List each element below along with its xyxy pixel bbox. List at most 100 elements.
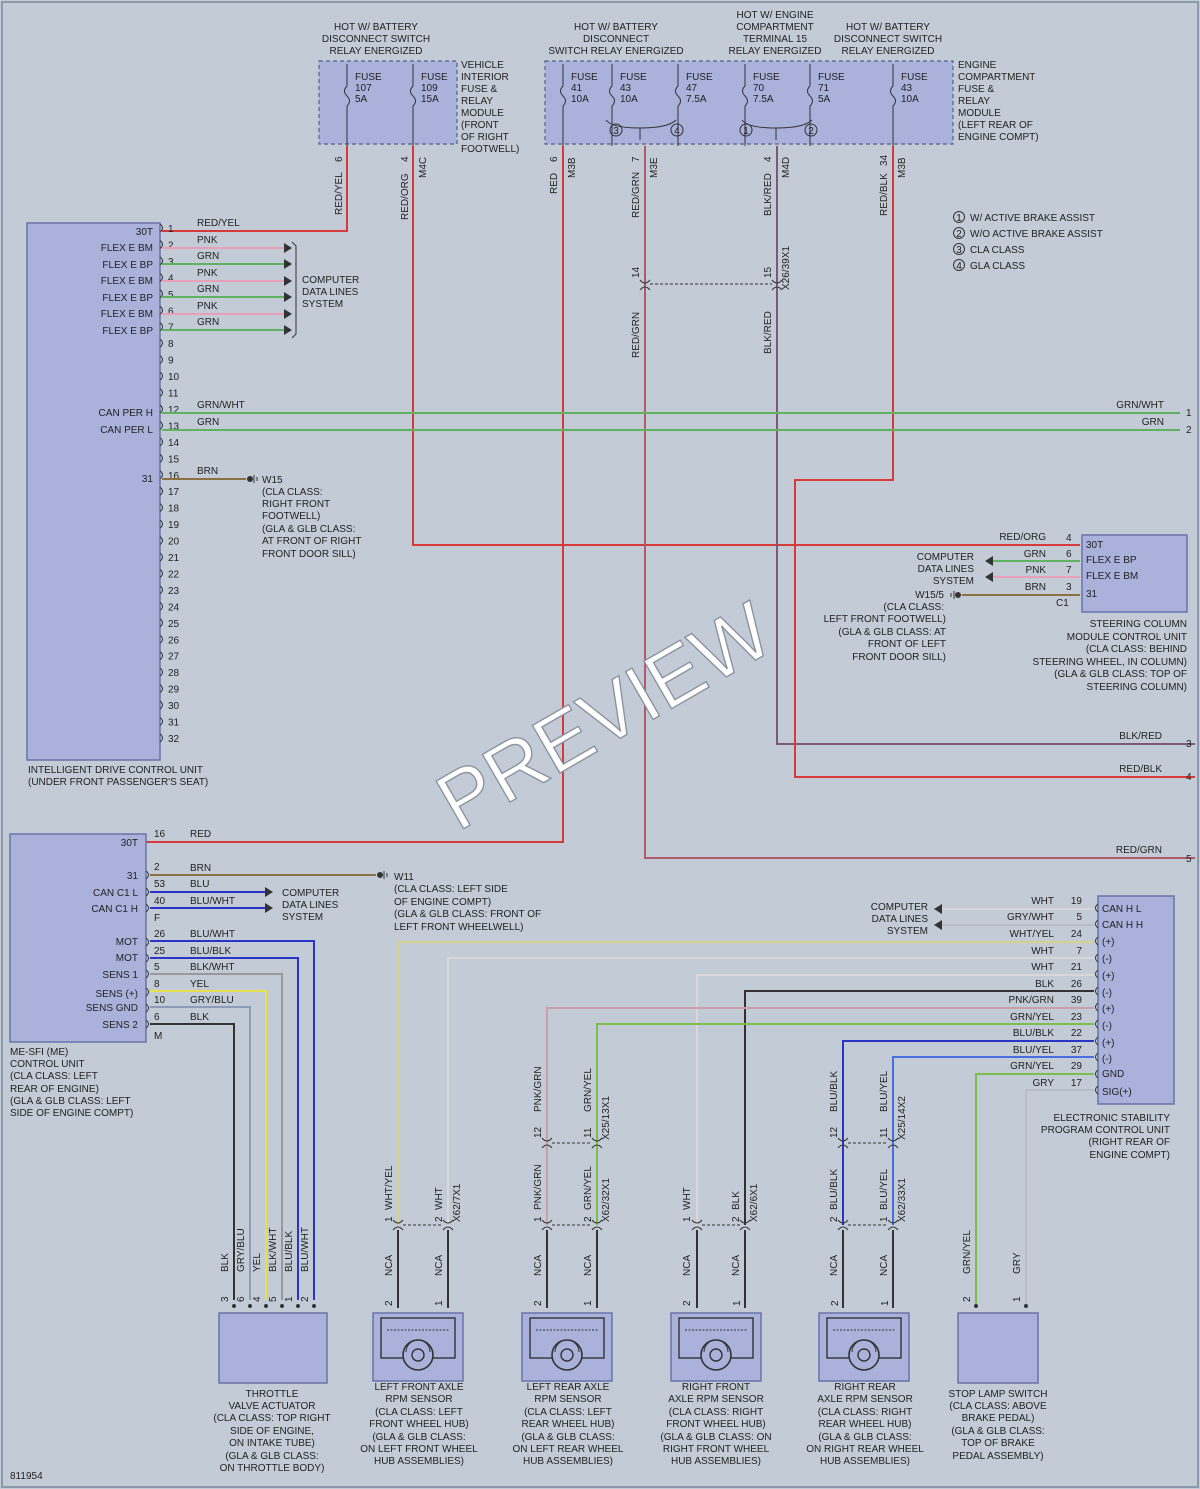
svg-text:RED: RED	[549, 173, 560, 194]
svg-text:3: 3	[956, 245, 962, 256]
svg-text:24: 24	[1071, 929, 1083, 940]
svg-text:GRN/WHT: GRN/WHT	[197, 400, 245, 411]
idcu-pin-number: 18	[168, 504, 180, 515]
idcu-pin-number: 1	[168, 224, 174, 235]
svg-text:GRN: GRN	[197, 417, 219, 428]
svg-text:PNK: PNK	[197, 301, 218, 312]
svg-text:CONTROL UNIT: CONTROL UNIT	[10, 1059, 85, 1070]
svg-text:BRN: BRN	[197, 466, 218, 477]
svg-text:REAR WHEEL HUB): REAR WHEEL HUB)	[819, 1419, 912, 1430]
svg-text:LEFT FRONT AXLE: LEFT FRONT AXLE	[374, 1382, 463, 1393]
svg-text:RED/GRN: RED/GRN	[631, 312, 642, 358]
svg-text:GRN: GRN	[1024, 549, 1046, 560]
svg-text:ON THROTTLE BODY): ON THROTTLE BODY)	[220, 1463, 325, 1474]
svg-text:NCA: NCA	[583, 1255, 594, 1276]
svg-text:(CLA CLASS:: (CLA CLASS:	[262, 487, 323, 498]
svg-text:1: 1	[732, 1300, 743, 1306]
svg-text:6: 6	[1066, 549, 1072, 560]
svg-text:4: 4	[252, 1296, 263, 1302]
svg-text:ME-SFI (ME): ME-SFI (ME)	[10, 1047, 68, 1058]
svg-text:31: 31	[1086, 589, 1098, 600]
svg-text:53: 53	[154, 879, 166, 890]
svg-text:1: 1	[583, 1300, 594, 1306]
svg-text:41: 41	[571, 83, 583, 94]
svg-text:NCA: NCA	[731, 1255, 742, 1276]
svg-text:(GLA & GLB CLASS:: (GLA & GLB CLASS:	[951, 1426, 1044, 1437]
svg-text:2: 2	[962, 1296, 973, 1302]
idcu-pin-number: 17	[168, 487, 180, 498]
svg-text:COMPUTER: COMPUTER	[302, 275, 359, 286]
svg-text:1: 1	[879, 1216, 890, 1222]
svg-text:34: 34	[879, 154, 890, 166]
svg-text:COMPUTER: COMPUTER	[282, 888, 339, 899]
svg-text:PEDAL ASSEMBLY): PEDAL ASSEMBLY)	[952, 1451, 1043, 1462]
svg-text:GRN: GRN	[197, 284, 219, 295]
svg-text:(CLA CLASS: LEFT: (CLA CLASS: LEFT	[375, 1407, 463, 1418]
svg-text:WHT: WHT	[1031, 962, 1054, 973]
svg-text:SIDE OF ENGINE COMPT): SIDE OF ENGINE COMPT)	[10, 1108, 133, 1119]
esp-control-unit: CAN H L CAN H H (+) (-) (+) (-) (+) (-) …	[1041, 895, 1175, 1161]
idcu-pin-number: 25	[168, 619, 180, 630]
svg-text:1: 1	[682, 1216, 693, 1222]
svg-text:STEERING COLUMN: STEERING COLUMN	[1090, 619, 1187, 630]
svg-text:BLU/BLK: BLU/BLK	[829, 1169, 840, 1210]
svg-text:1: 1	[434, 1300, 445, 1306]
svg-text:RED/BLK: RED/BLK	[879, 173, 890, 216]
svg-text:FRONT DOOR SILL): FRONT DOOR SILL)	[852, 652, 946, 663]
svg-text:5: 5	[1186, 854, 1192, 865]
svg-text:STEERING COLUMN): STEERING COLUMN)	[1086, 682, 1187, 693]
svg-text:2: 2	[682, 1300, 693, 1306]
svg-text:RIGHT FRONT: RIGHT FRONT	[262, 499, 330, 510]
svg-text:ENGINE COMPT): ENGINE COMPT)	[1089, 1150, 1170, 1161]
svg-text:M: M	[154, 1031, 162, 1042]
svg-text:NCA: NCA	[879, 1255, 890, 1276]
idcu-pin-number: 10	[168, 372, 180, 383]
svg-text:GRN/YEL: GRN/YEL	[962, 1230, 973, 1274]
svg-text:(CLA CLASS: BEHIND: (CLA CLASS: BEHIND	[1086, 644, 1187, 655]
svg-text:23: 23	[1071, 1012, 1083, 1023]
svg-text:37: 37	[1071, 1045, 1083, 1056]
svg-text:BLU/WHT: BLU/WHT	[300, 1227, 311, 1272]
sensor-nca-wires: NCA NCA NCA NCA NCA NCA NCA NCA	[384, 1230, 894, 1308]
svg-text:ON LEFT REAR WHEEL: ON LEFT REAR WHEEL	[513, 1444, 624, 1455]
idcu-pin-number: 20	[168, 537, 180, 548]
svg-text:FUSE: FUSE	[421, 72, 448, 83]
svg-text:ON LEFT FRONT WHEEL: ON LEFT FRONT WHEEL	[360, 1444, 478, 1455]
svg-text:YEL: YEL	[252, 1253, 263, 1272]
svg-text:2: 2	[830, 1300, 841, 1306]
svg-text:(GLA & GLB CLASS:: (GLA & GLB CLASS:	[225, 1451, 318, 1462]
idcu-pin-number: 5	[168, 290, 174, 301]
svg-text:(CLA CLASS: TOP RIGHT: (CLA CLASS: TOP RIGHT	[213, 1413, 330, 1424]
svg-text:(GLA & GLB CLASS: FRONT OF: (GLA & GLB CLASS: FRONT OF	[394, 909, 541, 920]
svg-text:(UNDER FRONT PASSENGER'S SEAT): (UNDER FRONT PASSENGER'S SEAT)	[28, 777, 208, 788]
svg-text:C1: C1	[1056, 598, 1069, 609]
svg-text:SENS 2: SENS 2	[102, 1020, 138, 1031]
svg-text:GRY/BLU: GRY/BLU	[190, 995, 234, 1006]
svg-text:(CLA CLASS: RIGHT: (CLA CLASS: RIGHT	[818, 1407, 912, 1418]
svg-text:7: 7	[631, 156, 642, 162]
svg-text:GRN: GRN	[197, 317, 219, 328]
svg-text:14: 14	[631, 266, 642, 278]
svg-text:RED/YEL: RED/YEL	[197, 218, 240, 229]
svg-text:W/ ACTIVE BRAKE ASSIST: W/ ACTIVE BRAKE ASSIST	[970, 213, 1095, 224]
svg-text:SIDE OF ENGINE,: SIDE OF ENGINE,	[230, 1426, 314, 1437]
svg-text:FUSE: FUSE	[571, 72, 598, 83]
svg-text:(GLA & GLB CLASS: TOP OF: (GLA & GLB CLASS: TOP OF	[1054, 669, 1187, 680]
svg-text:X25/13X1: X25/13X1	[601, 1096, 612, 1140]
idcu-pin-number: 9	[168, 356, 174, 367]
svg-text:(CLA CLASS: LEFT: (CLA CLASS: LEFT	[524, 1407, 612, 1418]
svg-text:12: 12	[829, 1126, 840, 1138]
svg-text:(-): (-)	[1102, 1021, 1112, 1032]
svg-text:FLEX E BM: FLEX E BM	[101, 309, 153, 320]
svg-text:(-): (-)	[1102, 988, 1112, 999]
svg-text:COMPUTER: COMPUTER	[917, 552, 974, 563]
svg-text:(+): (+)	[1102, 971, 1115, 982]
svg-text:REAR OF ENGINE): REAR OF ENGINE)	[10, 1084, 99, 1095]
svg-text:FUSE: FUSE	[620, 72, 647, 83]
svg-text:FRONT OF LEFT: FRONT OF LEFT	[868, 639, 946, 650]
svg-text:RIGHT FRONT: RIGHT FRONT	[682, 1382, 750, 1393]
svg-text:10A: 10A	[620, 94, 638, 105]
